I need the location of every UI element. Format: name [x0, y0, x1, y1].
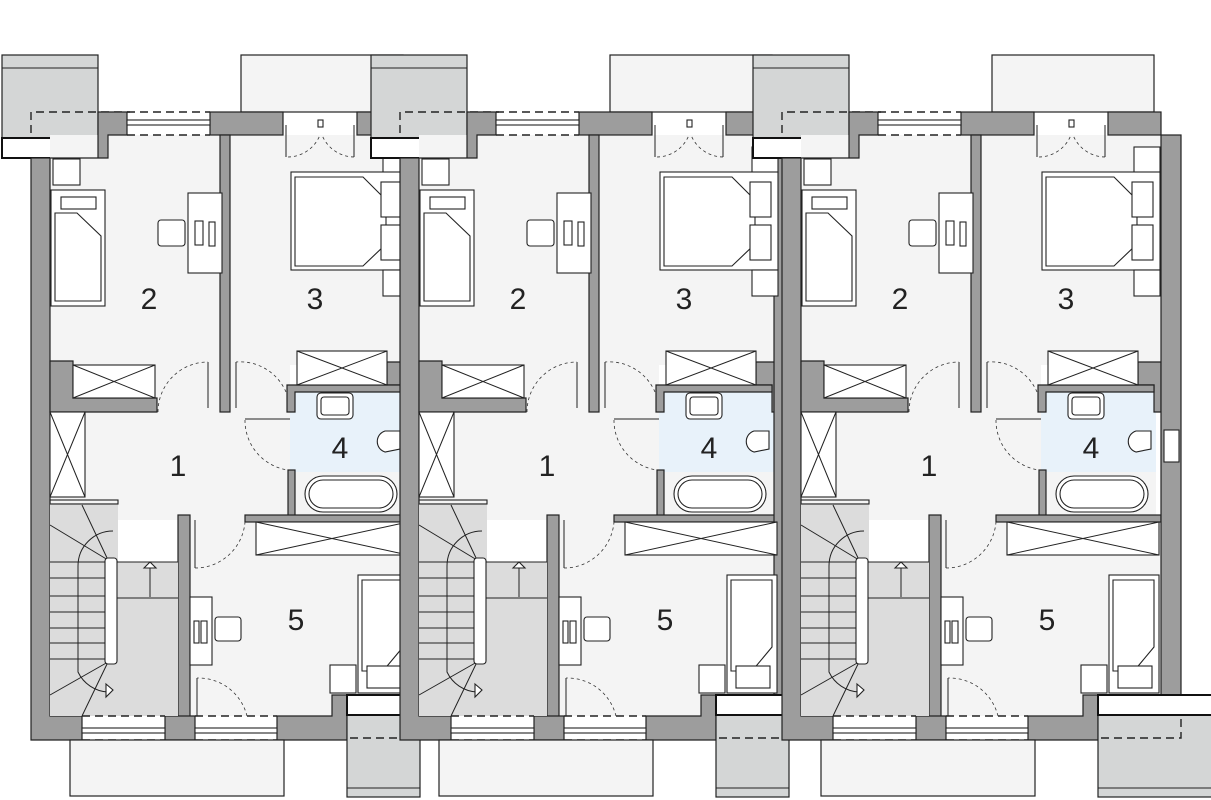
balcony-top-left	[370, 54, 468, 139]
window	[563, 727, 647, 734]
window	[450, 727, 535, 734]
wall	[1107, 111, 1162, 136]
chair	[526, 219, 555, 247]
balcony-slab	[715, 694, 790, 716]
nightstand	[52, 158, 81, 186]
bathroom-wall	[656, 469, 665, 517]
room-label-3: 3	[676, 283, 693, 316]
chair	[583, 616, 611, 642]
balcony-slab	[1097, 694, 1211, 716]
stair-direction-arrow	[105, 682, 114, 699]
handrail	[473, 557, 487, 665]
room-label-3: 3	[307, 283, 324, 316]
up-arrow	[511, 561, 527, 569]
nightstand	[329, 664, 357, 694]
room-label-4: 4	[332, 432, 349, 465]
stair-direction-arrow	[856, 682, 865, 699]
toilet-icon	[1127, 430, 1152, 453]
wall	[613, 514, 780, 523]
balcony-bottom	[820, 739, 1036, 797]
unit-1: 1 2 3 4 5	[1, 54, 421, 798]
nightstand	[751, 269, 779, 297]
wall	[244, 514, 411, 523]
window	[877, 119, 962, 126]
stair-wall	[546, 514, 560, 741]
room-label-1: 1	[539, 450, 556, 483]
room-label-5: 5	[657, 604, 674, 637]
wall	[1160, 134, 1182, 717]
room-label-2: 2	[510, 283, 527, 316]
room-label-5: 5	[1039, 604, 1056, 637]
wall	[995, 514, 1162, 523]
balcony-bottom-right	[715, 714, 790, 798]
room-label-2: 2	[141, 283, 158, 316]
nightstand	[1133, 269, 1161, 297]
room-label-4: 4	[1083, 432, 1100, 465]
balcony-bottom	[69, 739, 285, 797]
window	[1163, 429, 1180, 463]
desk	[938, 192, 974, 274]
window	[81, 727, 166, 734]
up-arrow	[142, 561, 158, 569]
stair-treads	[800, 504, 929, 717]
room-label-5: 5	[288, 604, 305, 637]
unit-3: 1 2 3 4 5	[752, 54, 1211, 798]
nightstand	[1133, 146, 1161, 174]
stair-treads	[418, 504, 547, 717]
chair	[965, 616, 993, 642]
window	[495, 119, 580, 126]
toilet-icon	[745, 430, 770, 453]
desk	[187, 192, 223, 274]
balcony-top-left	[1, 54, 99, 139]
balcony-bottom-right	[1097, 714, 1211, 798]
room-label-4: 4	[701, 432, 718, 465]
stair-direction-arrow	[474, 682, 483, 699]
up-arrow	[893, 561, 909, 569]
desk	[556, 192, 592, 274]
nightstand	[1080, 664, 1108, 694]
window	[832, 727, 917, 734]
balcony-door	[317, 119, 324, 128]
balcony-door	[1068, 119, 1075, 128]
balcony-top	[609, 54, 773, 113]
stair-wall	[177, 514, 191, 741]
window	[194, 727, 278, 734]
wall	[960, 111, 1035, 136]
chair	[908, 219, 937, 247]
room-label-1: 1	[921, 450, 938, 483]
nightstand	[421, 158, 450, 186]
nightstand	[698, 664, 726, 694]
chair	[214, 616, 242, 642]
unit-2: 1 2 3 4 5	[370, 54, 790, 798]
balcony-bottom	[438, 739, 654, 797]
window	[945, 727, 1029, 734]
nightstand	[803, 158, 832, 186]
bathroom-wall	[655, 384, 773, 413]
chair	[157, 219, 186, 247]
stair-treads	[49, 504, 178, 717]
room-label-1: 1	[170, 450, 187, 483]
exterior-wall	[533, 715, 565, 741]
wall	[209, 111, 284, 136]
balcony-top	[991, 54, 1155, 113]
handrail	[104, 557, 118, 665]
handrail	[855, 557, 869, 665]
bathroom-wall	[287, 469, 296, 517]
balcony-top-left	[752, 54, 850, 139]
toilet-icon	[376, 430, 401, 453]
room-label-2: 2	[892, 283, 909, 316]
bathroom-wall	[1038, 469, 1047, 517]
balcony-door	[686, 119, 693, 128]
stair-wall	[928, 514, 942, 741]
exterior-wall	[915, 715, 947, 741]
exterior-wall	[164, 715, 196, 741]
wall	[578, 111, 653, 136]
bathroom-wall	[1037, 384, 1155, 413]
window	[126, 119, 211, 126]
room-label-3: 3	[1058, 283, 1075, 316]
